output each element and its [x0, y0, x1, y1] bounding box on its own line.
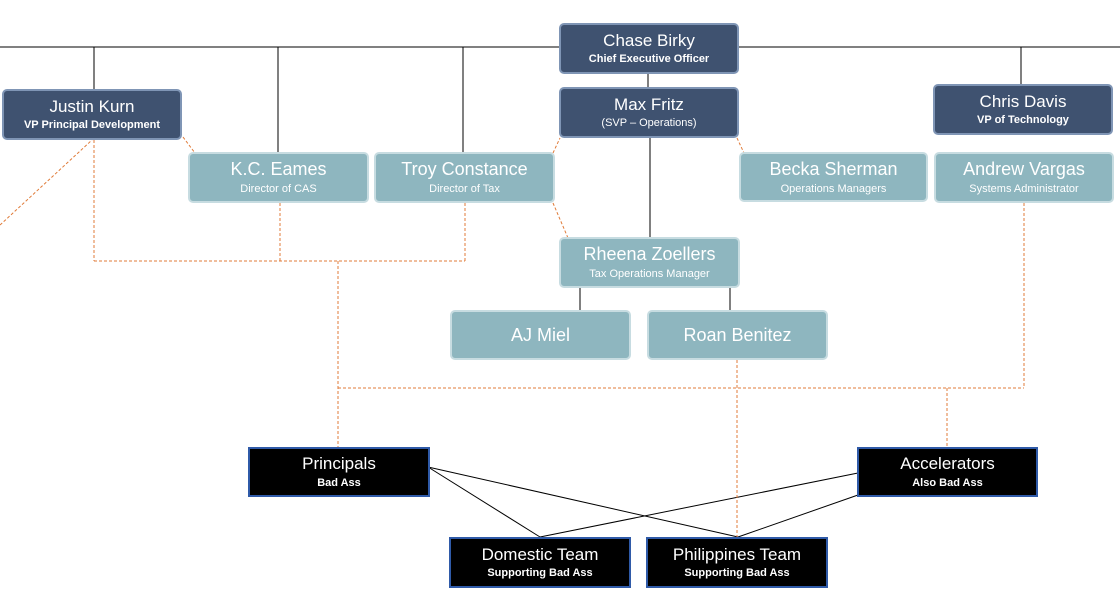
- node-title: Operations Managers: [780, 182, 887, 195]
- node-operations-managers: Becka Sherman Operations Managers: [739, 152, 928, 202]
- node-aj-miel: AJ Miel: [450, 310, 631, 360]
- node-title: Bad Ass: [317, 476, 361, 489]
- node-name: AJ Miel: [510, 324, 570, 345]
- node-name: Becka Sherman: [769, 158, 898, 179]
- node-vp-principal: Justin Kurn VP Principal Development: [2, 89, 182, 140]
- node-systems-administrator: Andrew Vargas Systems Administrator: [934, 152, 1114, 203]
- node-title: Director of Tax: [429, 183, 500, 196]
- node-name: Domestic Team: [481, 544, 599, 564]
- node-name: Principals: [302, 454, 376, 474]
- node-principals: Principals Bad Ass: [248, 447, 430, 497]
- node-name: Justin Kurn: [49, 96, 135, 116]
- node-title: Chief Executive Officer: [588, 53, 710, 66]
- node-name: Rheena Zoellers: [583, 244, 716, 265]
- node-accelerators: Accelerators Also Bad Ass: [857, 447, 1038, 497]
- node-ceo: Chase Birky Chief Executive Officer: [559, 23, 739, 74]
- node-roan-benitez: Roan Benitez: [647, 310, 828, 360]
- node-vp-technology: Chris Davis VP of Technology: [933, 84, 1113, 135]
- node-title: VP Principal Development: [23, 119, 161, 132]
- node-svp-operations: Max Fritz (SVP – Operations): [559, 87, 739, 138]
- dotted-connectors: [0, 136, 1025, 537]
- node-name: Andrew Vargas: [963, 159, 1085, 180]
- node-name: Philippines Team: [672, 544, 802, 564]
- node-title: Supporting Bad Ass: [684, 567, 790, 580]
- node-domestic-team: Domestic Team Supporting Bad Ass: [449, 537, 631, 588]
- node-title: Also Bad Ass: [912, 476, 983, 489]
- node-director-cas: K.C. Eames Director of CAS: [188, 152, 369, 203]
- node-title: (SVP – Operations): [601, 117, 697, 130]
- node-title: Tax Operations Manager: [589, 268, 710, 281]
- node-name: Chase Birky: [603, 30, 695, 50]
- node-director-tax: Troy Constance Director of Tax: [374, 152, 555, 203]
- node-title: VP of Technology: [977, 114, 1069, 127]
- node-title: Supporting Bad Ass: [487, 567, 593, 580]
- node-philippines-team: Philippines Team Supporting Bad Ass: [646, 537, 828, 588]
- node-tax-operations-manager: Rheena Zoellers Tax Operations Manager: [559, 237, 740, 288]
- node-title: Systems Administrator: [969, 183, 1079, 196]
- node-name: K.C. Eames: [230, 159, 327, 180]
- node-name: Chris Davis: [979, 91, 1067, 111]
- node-name: Troy Constance: [401, 159, 528, 180]
- node-title: Director of CAS: [240, 183, 317, 196]
- node-name: Max Fritz: [614, 94, 684, 114]
- node-name: Accelerators: [900, 454, 995, 474]
- node-name: Roan Benitez: [683, 324, 792, 345]
